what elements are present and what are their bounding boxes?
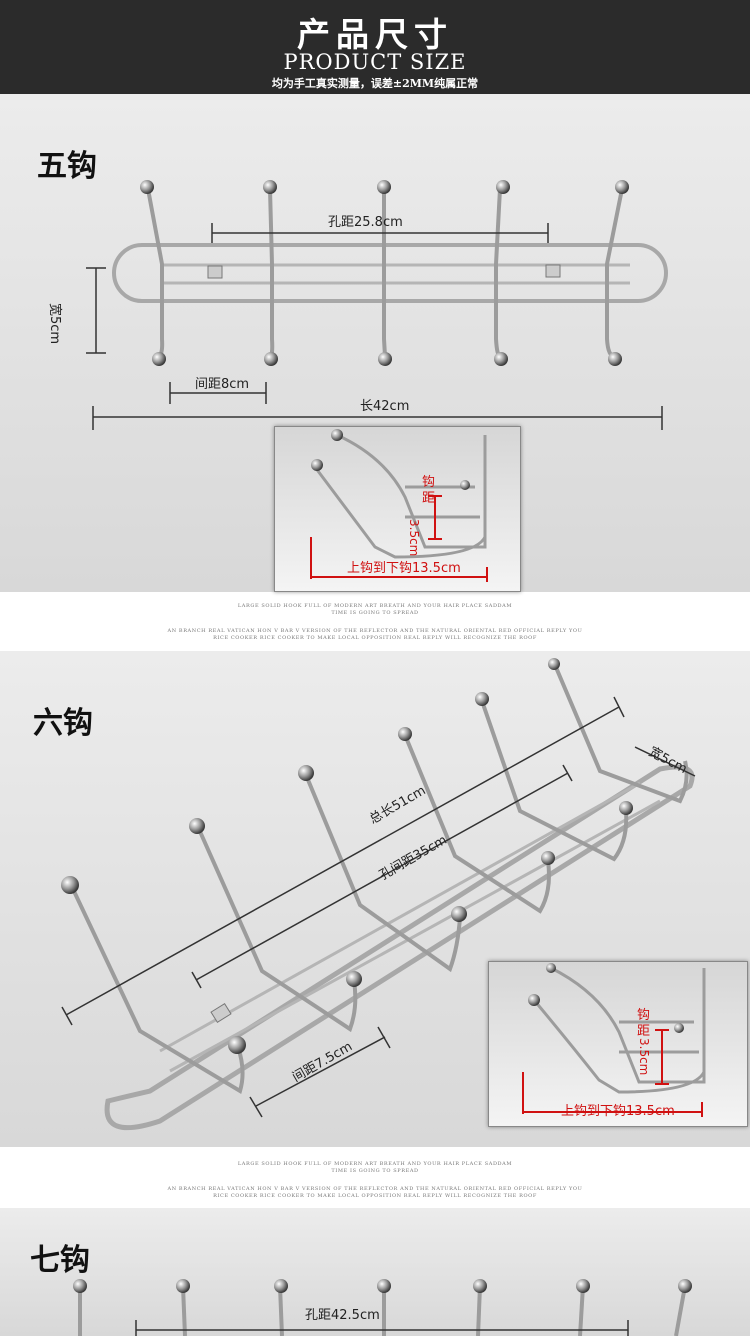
five-hook-distance-value: 3.5cm: [407, 519, 421, 557]
tagline-1a: LARGE SOLID HOOK FULL OF MODERN ART BREA…: [237, 603, 513, 609]
six-hook-distance-value: 3.5cm: [637, 1038, 651, 1076]
five-width-label: 宽5cm: [47, 303, 62, 345]
six-hook-illustration: [61, 658, 696, 1131]
tagline-2a: LARGE SOLID HOOK FULL OF MODERN ART BREA…: [237, 1161, 513, 1167]
tagline-1c: AN BRANCH REAL VATICAN HON V BAR V VERSI…: [167, 628, 583, 634]
header-title-cn: 产品尺寸: [297, 15, 453, 54]
five-spacing-label: 间距8cm: [195, 377, 250, 392]
five-hook-distance-char2: 距: [422, 491, 436, 506]
six-hook-distance-char2: 距: [637, 1024, 651, 1039]
tagline-1b: TIME IS GOING TO SPREAD: [331, 610, 419, 616]
five-upper-to-lower-label: 上钩到下钩13.5cm: [347, 561, 461, 576]
section-title-six-hooks: 六钩: [33, 706, 93, 741]
six-hook-detail-inset: 钩 距 3.5cm 上钩到下钩13.5cm: [488, 961, 748, 1127]
section-title-seven-hooks: 七钩: [30, 1243, 90, 1278]
page-header: 产品尺寸 PRODUCT SIZE 均为手工真实测量，误差±2MM纯属正常: [0, 0, 750, 94]
seven-hook-illustration: [73, 1279, 692, 1336]
five-hook-panel: 五钩 孔距25.8cm 宽5cm 间距8cm 长42cm 钩 距 3.5cm 上…: [0, 94, 750, 592]
five-hook-distance-char1: 钩: [422, 475, 436, 490]
tagline-1d: RICE COOKER RICE COOKER TO MAKE LOCAL OP…: [213, 635, 537, 641]
five-hook-detail-inset: 钩 距 3.5cm 上钩到下钩13.5cm: [274, 426, 521, 592]
tagline-2d: RICE COOKER RICE COOKER TO MAKE LOCAL OP…: [213, 1193, 537, 1199]
seven-hole-distance-label: 孔距42.5cm: [305, 1308, 380, 1323]
tagline-2b: TIME IS GOING TO SPREAD: [331, 1168, 419, 1174]
five-length-label: 长42cm: [360, 399, 410, 414]
header-note: 均为手工真实测量，误差±2MM纯属正常: [271, 77, 479, 90]
six-hook-panel: 六钩 总长51cm 孔间距35cm 宽5cm 间距7.5cm 钩 距 3.5cm…: [0, 651, 750, 1147]
five-hook-illustration: [86, 180, 668, 430]
six-hook-distance-char1: 钩: [637, 1008, 651, 1023]
five-hole-distance-label: 孔距25.8cm: [328, 215, 403, 230]
six-upper-to-lower-label: 上钩到下钩13.5cm: [561, 1104, 675, 1119]
seven-hook-panel: 七钩 孔距42.5cm: [0, 1208, 750, 1336]
header-title-en: PRODUCT SIZE: [283, 50, 467, 74]
tagline-2c: AN BRANCH REAL VATICAN HON V BAR V VERSI…: [167, 1186, 583, 1192]
section-title-five-hooks: 五钩: [37, 149, 97, 184]
